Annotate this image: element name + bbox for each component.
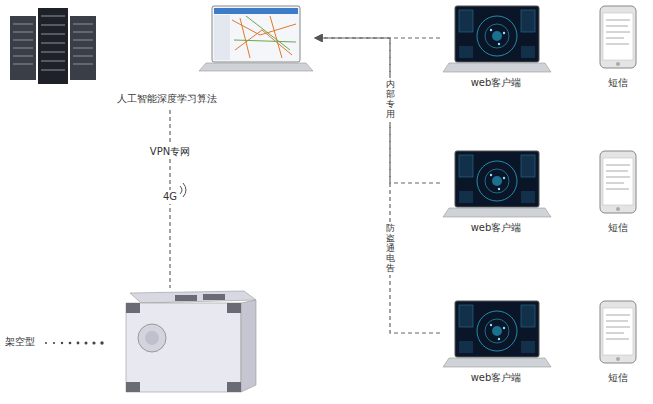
sms-client: 短信 bbox=[590, 150, 646, 238]
node-text: 架空型 bbox=[5, 336, 35, 348]
client-laptop bbox=[443, 151, 551, 217]
sms-client: 短信 bbox=[590, 5, 646, 93]
platform-laptop bbox=[199, 6, 313, 71]
dotted-lead bbox=[45, 341, 104, 344]
platform-node: 人工智能深度学习算法 bbox=[5, 5, 315, 110]
sms-client: 短信 bbox=[590, 300, 646, 388]
dashed-connector bbox=[315, 38, 440, 333]
node-text: 人工智能深度学习算法 bbox=[117, 93, 217, 105]
client-laptop bbox=[443, 301, 551, 367]
device-box bbox=[126, 291, 256, 392]
server-rack bbox=[10, 8, 96, 84]
bus-label: 内部专用 bbox=[385, 78, 396, 122]
wifi-symbol bbox=[180, 183, 186, 197]
node-text: 短信 bbox=[608, 77, 628, 89]
node-text: 短信 bbox=[608, 372, 628, 384]
node-text: web客户端 bbox=[471, 77, 522, 89]
edge-label: VPN专网 bbox=[148, 145, 192, 159]
device-node: 架空型 bbox=[120, 288, 258, 396]
phone-icon bbox=[600, 151, 636, 213]
phone-icon bbox=[600, 301, 636, 363]
node-text: web客户端 bbox=[471, 222, 522, 234]
dashed-connector bbox=[315, 38, 440, 183]
network-label: 4G bbox=[161, 190, 179, 204]
node-text: web客户端 bbox=[471, 372, 522, 384]
client-laptop bbox=[443, 6, 551, 72]
web-client: web客户端 bbox=[440, 5, 552, 93]
bus-label: 防盗通电告 bbox=[385, 222, 396, 275]
node-text: 短信 bbox=[608, 222, 628, 234]
web-client: web客户端 bbox=[440, 300, 552, 388]
web-client: web客户端 bbox=[440, 150, 552, 238]
phone-icon bbox=[600, 6, 636, 68]
